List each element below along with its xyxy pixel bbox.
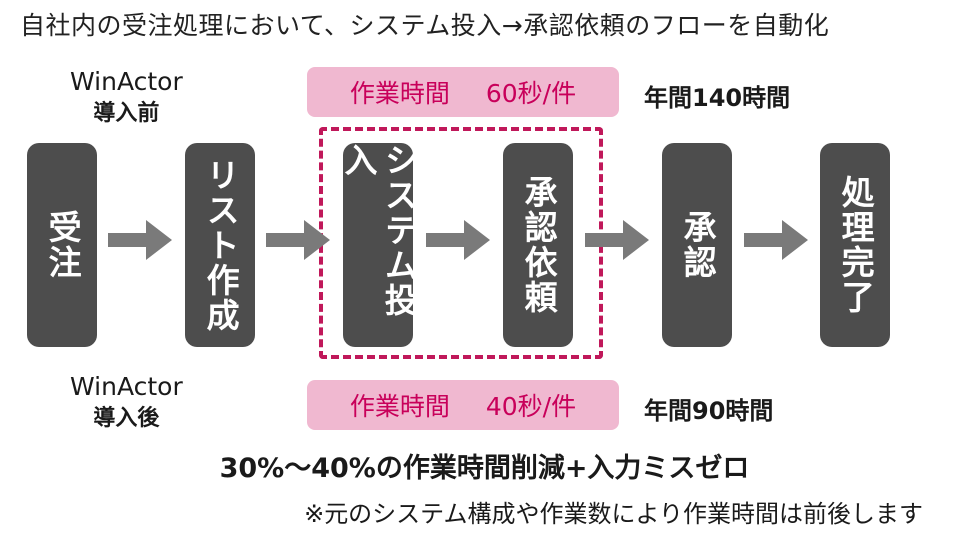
arrow-right-icon: [426, 220, 490, 260]
arrow-right-icon: [266, 220, 330, 260]
after-annual-time: 年間90時間: [644, 397, 774, 425]
before-stage: 導入前: [93, 101, 160, 126]
step-completed: 処理完了: [820, 143, 890, 347]
after-work-time-label: 作業時間: [349, 392, 450, 421]
before-work-time-box: 作業時間 60秒/件: [307, 67, 619, 117]
arrow-right-icon: [744, 220, 808, 260]
after-work-time-box: 作業時間 40秒/件: [307, 380, 619, 430]
step-label: 受注: [43, 210, 83, 280]
step-approval: 承認: [662, 143, 732, 347]
before-work-time-value: 60秒/件: [485, 79, 577, 108]
page-title: 自社内の受注処理において、システム投入→承認依頼のフローを自動化: [20, 11, 830, 40]
step-order-received: 受注: [27, 143, 97, 347]
step-system-input: システム投入: [339, 143, 418, 347]
arrow-right-icon: [108, 220, 172, 260]
step-list-creation: リスト作成: [185, 143, 255, 347]
step-label: システム投入: [339, 143, 419, 318]
after-product: WinActor: [70, 372, 183, 401]
before-work-time-label: 作業時間: [349, 79, 450, 108]
before-product: WinActor: [70, 67, 183, 96]
summary-text: 30%～40%の作業時間削減+入力ミスゼロ: [219, 453, 750, 484]
after-stage: 導入後: [93, 406, 160, 431]
before-label: WinActor 導入前: [70, 66, 183, 130]
after-work-time-value: 40秒/件: [485, 392, 577, 421]
step-label: 承認依頼: [519, 175, 559, 315]
step-label: 処理完了: [836, 175, 876, 315]
step-label: リスト作成: [201, 157, 241, 333]
step-approval-request: 承認依頼: [503, 143, 573, 347]
before-annual-time: 年間140時間: [644, 84, 791, 112]
arrow-right-icon: [585, 220, 649, 260]
footnote: ※元のシステム構成や作業数により作業時間は前後します: [304, 500, 923, 528]
step-label: 承認: [678, 210, 718, 280]
after-label: WinActor 導入後: [70, 371, 183, 435]
